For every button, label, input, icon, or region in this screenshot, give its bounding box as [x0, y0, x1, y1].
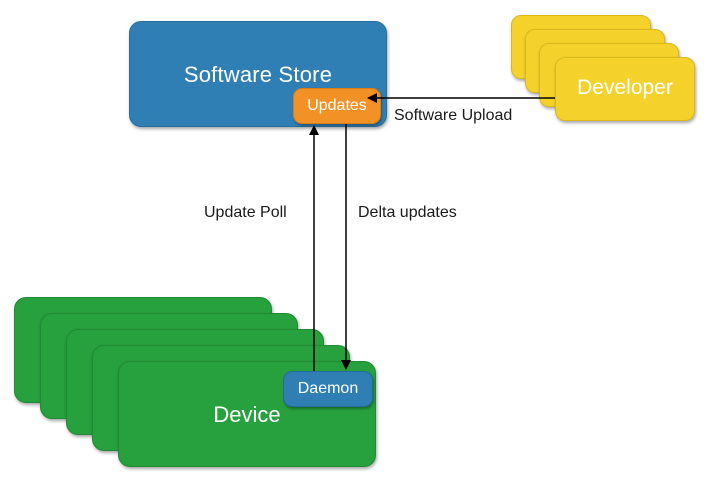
software-store-label: Software Store: [183, 62, 333, 87]
daemon-node: Daemon: [283, 371, 373, 407]
updates-node: Updates: [293, 88, 381, 124]
device-label: Device: [213, 402, 281, 427]
software-upload-label: Software Upload: [394, 107, 513, 124]
developer-node: Developer: [555, 57, 695, 121]
developer-label: Developer: [577, 76, 673, 99]
delta-updates-label: Delta updates: [358, 204, 457, 221]
update-poll-label: Update Poll: [204, 204, 287, 221]
